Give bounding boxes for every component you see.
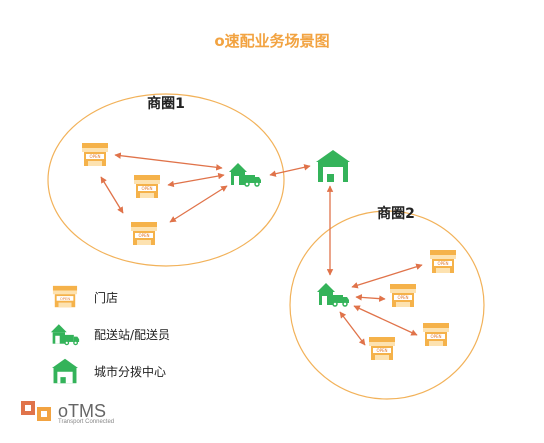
store-icon [369, 337, 395, 360]
brand-tagline: Transport Connected [58, 419, 115, 425]
diagram-title: o速配业务场景图 [214, 32, 330, 50]
zone-1-label: 商圈1 [147, 95, 185, 112]
store-icon [430, 250, 456, 273]
store-icon [82, 143, 108, 166]
store-icon [423, 323, 449, 346]
arrow-store-c-station-1 [169, 185, 228, 223]
arrow-store-a-store-c [100, 176, 124, 214]
brand-name: oTMS [58, 401, 107, 421]
legend-item-store: 门店 [50, 283, 118, 311]
store-icon [134, 175, 160, 198]
store-icon [390, 284, 416, 307]
delivery-station-icon [316, 282, 350, 307]
arrow-station-1-warehouse [269, 164, 311, 177]
legend-label: 配送站/配送员 [94, 327, 171, 342]
zone-1-boundary [47, 93, 285, 267]
arrow-store-e-station-2 [355, 294, 386, 302]
zone-2-label: 商圈2 [377, 205, 415, 222]
warehouse-icon [316, 150, 350, 182]
otms-logo-icon [21, 401, 51, 421]
arrow-store-b-station-1 [167, 172, 225, 188]
legend-item-station: 配送站/配送员 [50, 320, 170, 348]
delivery-station-icon [228, 162, 262, 187]
legend-label: 城市分拨中心 [94, 364, 167, 379]
warehouse-icon [52, 358, 78, 384]
arrow-store-d-station-2 [351, 263, 423, 289]
arrow-store-f-station-2 [353, 305, 418, 336]
store-icon [52, 285, 78, 308]
delivery-station-icon [50, 323, 80, 346]
zone-2-boundary [289, 210, 485, 400]
legend-item-warehouse: 城市分拨中心 [50, 357, 166, 385]
arrow-connections [100, 152, 423, 346]
arrow-store-g-station-2 [339, 311, 366, 346]
store-icon [131, 222, 157, 245]
brand-logo: oTMS Transport Connected [20, 398, 114, 425]
arrow-store-a-station-1 [114, 152, 223, 171]
legend-label: 门店 [94, 290, 119, 305]
